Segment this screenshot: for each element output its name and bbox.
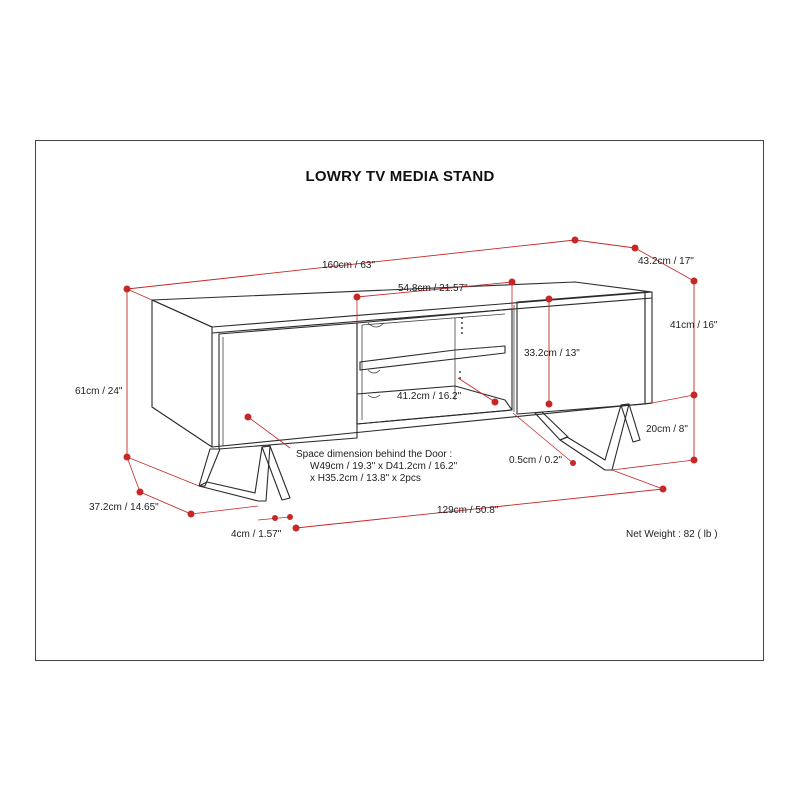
right-back-leg [620, 403, 641, 443]
dim-point [244, 413, 252, 421]
cable-hole [367, 322, 385, 328]
dim-point [287, 514, 293, 520]
media-stand-drawing [151, 281, 653, 502]
shelf-depth-line [457, 377, 496, 403]
label-leg-inset: 4cm / 1.57" [231, 529, 282, 540]
space-note-line-2: W49cm / 19.3" x D41.2cm / 16.2" [310, 461, 458, 472]
leader-line [611, 459, 695, 471]
leader-line [126, 456, 141, 493]
label-door-gap: 0.5cm / 0.2" [509, 455, 562, 466]
drawing-frame [35, 140, 764, 661]
dim-point [292, 524, 300, 532]
shelf-width-line [356, 281, 513, 298]
label-overall-height: 61cm / 24" [75, 386, 123, 397]
overall-width-line [126, 239, 576, 290]
compartment-back-top [361, 313, 506, 326]
leader-line [611, 469, 664, 490]
leader-line [634, 247, 695, 282]
left-door [218, 322, 358, 450]
left-front-leg [198, 448, 221, 487]
label-depth: 43.2cm / 17" [638, 256, 694, 267]
middle-shelf [359, 345, 506, 371]
leader-line [126, 288, 153, 301]
right-leg-frame [559, 403, 630, 471]
leader-line [651, 394, 695, 404]
bottom-panel [356, 385, 513, 425]
net-weight: Net Weight : 82 ( lb ) [626, 529, 718, 540]
space-note-line-1: Space dimension behind the Door : [296, 449, 452, 460]
door-gap-leader [512, 412, 574, 464]
label-shelf-depth: 41.2cm / 16.2" [397, 391, 462, 402]
depth-line [574, 239, 636, 249]
shelf-cable-hole [367, 369, 381, 374]
dimension-labels: 160cm / 63" 43.2cm / 17" 54.8cm / 21.57"… [75, 256, 718, 540]
right-end-panel [644, 291, 653, 405]
left-back-leg [261, 445, 291, 501]
dim-point [545, 400, 553, 408]
right-door [516, 291, 646, 415]
shelf-pin-holes [459, 317, 463, 379]
dim-point [491, 398, 499, 406]
space-note-leader [247, 416, 291, 449]
product-title: LOWRY TV MEDIA STAND [305, 168, 495, 185]
dim-point [570, 460, 576, 466]
left-side-panel [151, 299, 213, 448]
label-cabinet-height: 41cm / 16" [670, 320, 718, 331]
dimension-lines [123, 236, 698, 532]
dim-point [545, 295, 553, 303]
label-leg-height: 20cm / 8" [646, 424, 688, 435]
label-leg-depth: 37.2cm / 14.65" [89, 502, 159, 513]
shelf-underside [454, 345, 506, 351]
bottom-cable-hole [367, 394, 381, 398]
dim-point [272, 515, 278, 521]
leader-line [126, 456, 200, 487]
space-note-line-3: x H35.2cm / 13.8" x 2pcs [310, 473, 421, 484]
front-top-edge [211, 297, 653, 334]
leg-depth-line [139, 491, 192, 515]
label-door-height: 33.2cm / 13" [524, 348, 580, 359]
leader-line [190, 505, 259, 515]
label-leg-span: 129cm / 50.8" [437, 505, 499, 516]
label-shelf-width: 54.8cm / 21.57" [398, 283, 468, 294]
front-bottom-edge [211, 402, 653, 448]
leg-span-line [295, 488, 664, 529]
label-overall-width: 160cm / 63" [322, 260, 375, 271]
